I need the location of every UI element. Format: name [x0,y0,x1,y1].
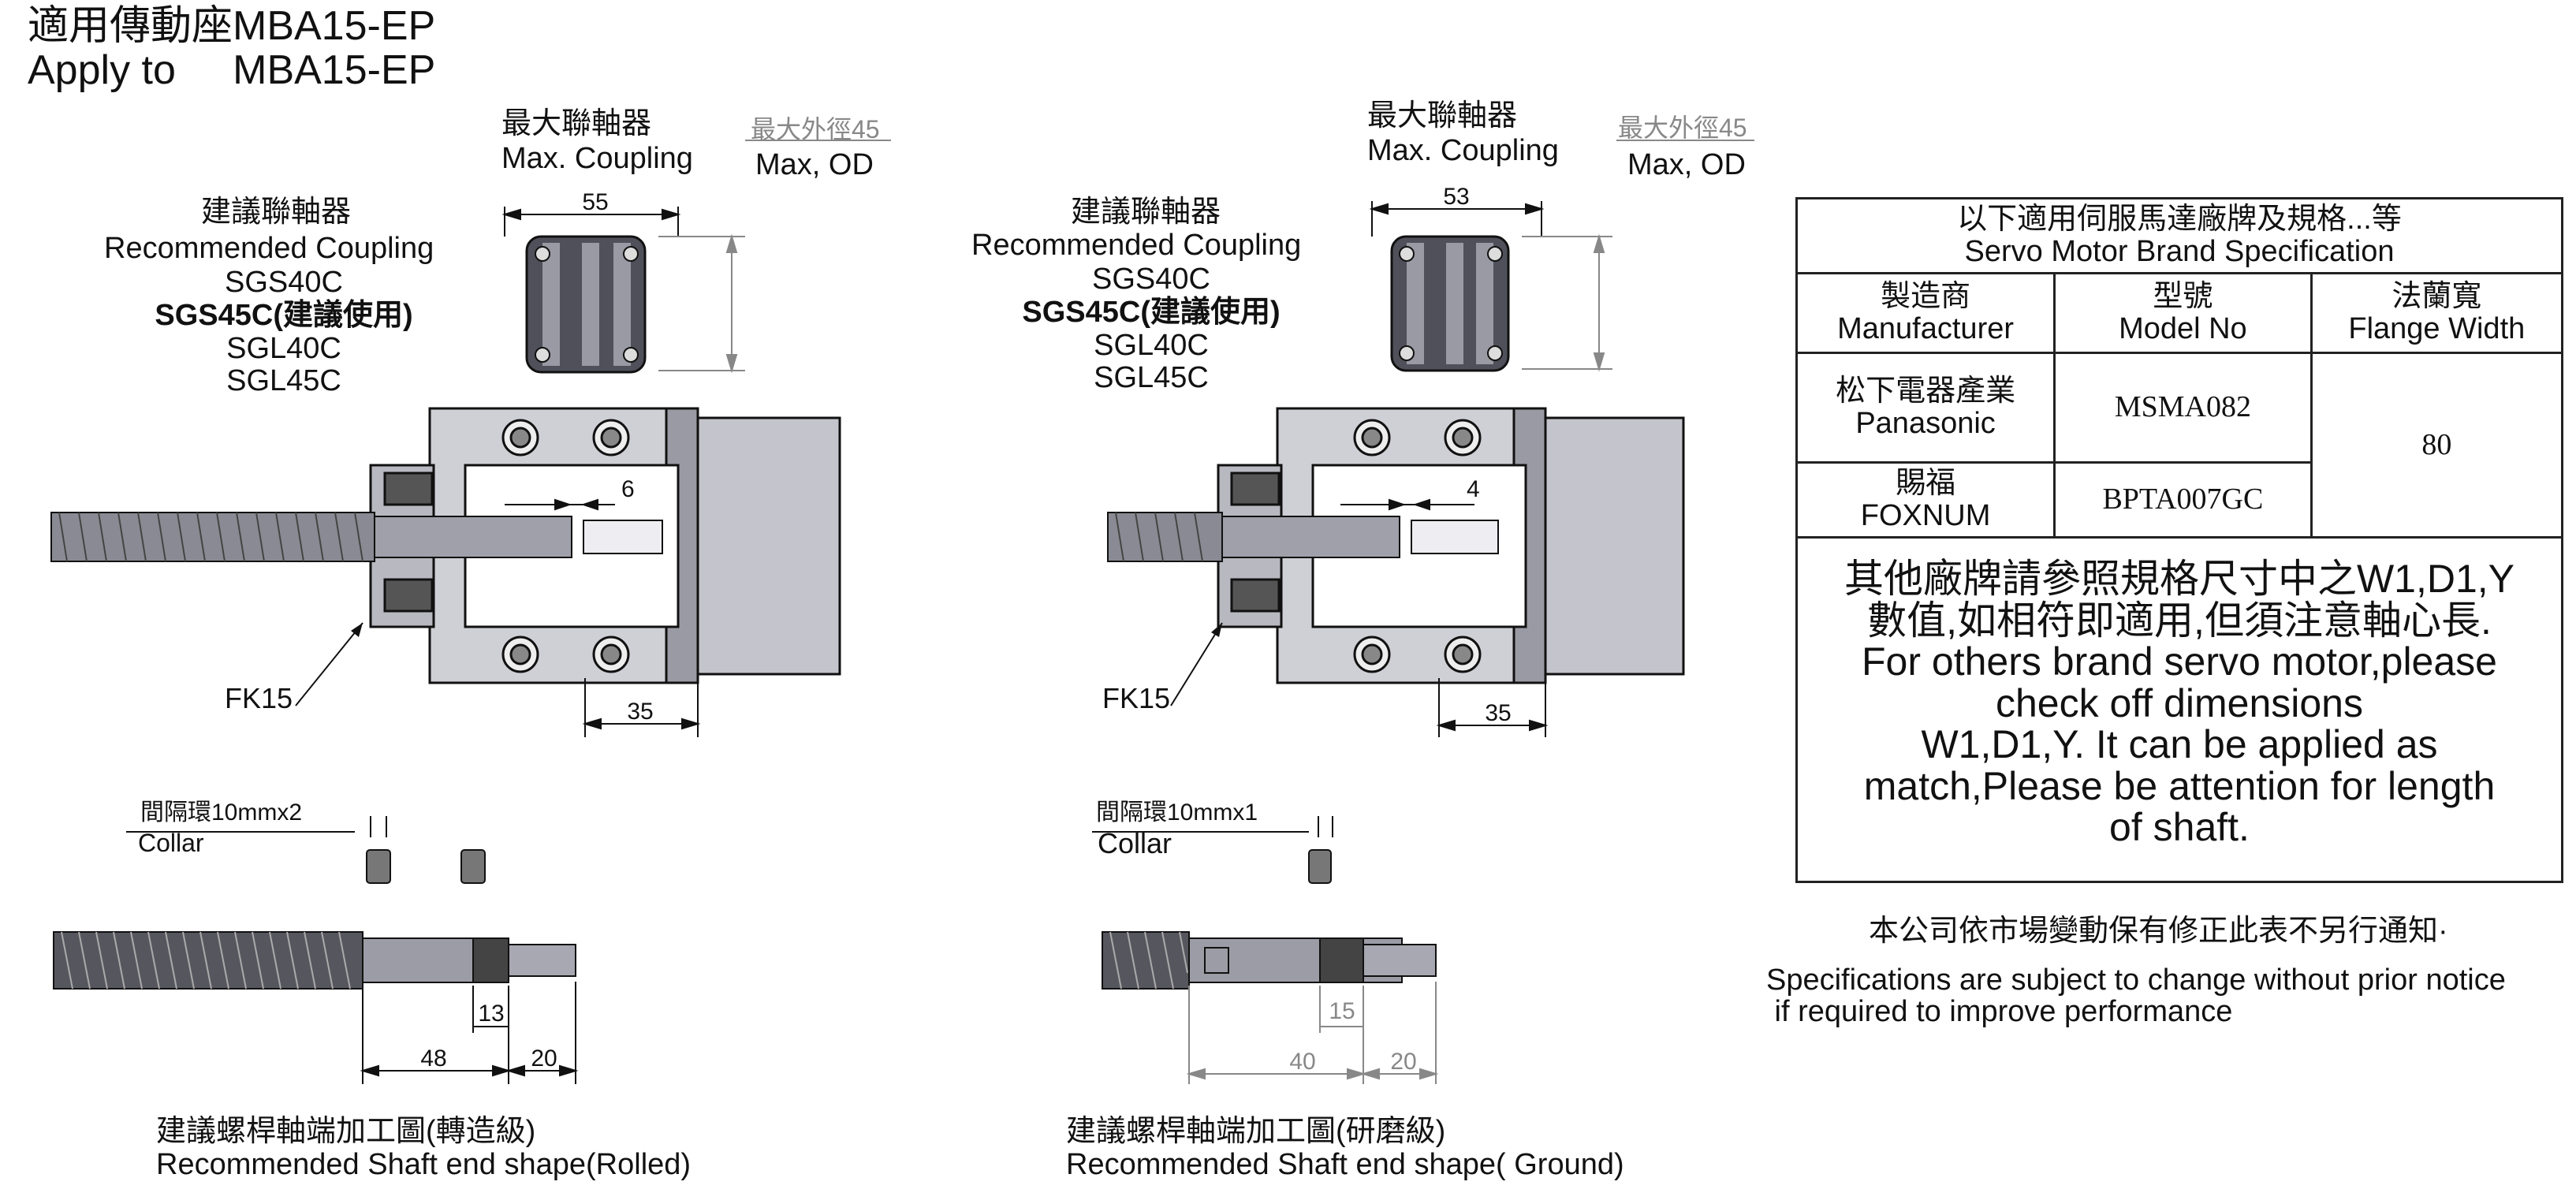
left-shaft-caption-en: Recommended Shaft end shape(Rolled) [156,1148,692,1181]
footer-en-2: if required to improve performance [1766,995,2233,1028]
left-model-1: SGS40C [225,266,343,299]
row1-maker-en: Panasonic [1855,407,1996,440]
left-dim-48: 48 [420,1046,446,1072]
row2-model: BPTA007GC [2053,461,2313,539]
left-dim-coupling: 55 [582,189,608,215]
mid-coupling [1390,235,1510,372]
table-header-row: 以下適用伺服馬達廠牌及規格...等 Servo Motor Brand Spec… [1795,197,2563,274]
col-flange-zh: 法蘭寬 [2391,279,2482,313]
note-en-2: check off dimensions [1996,680,2363,725]
mid-model-4: SGL45C [1094,361,1209,395]
mid-rec-coupling-zh: 建議聯軸器 [1071,196,1221,229]
table-header-en: Servo Motor Brand Specification [1964,235,2395,268]
note-zh-2: 數值,如相符即適用,但須注意軸心長. [1867,598,2492,643]
col-model-zh: 型號 [2153,279,2213,313]
row1-maker-zh: 松下電器產業 [1836,374,2016,408]
row2-maker-en: FOXNUM [1860,499,1991,532]
mid-collar-en: Collar [1098,827,1172,859]
col-manufacturer-zh: 製造商 [1881,279,1971,313]
mid-dim-coupling: 53 [1443,184,1469,210]
footer-en-1: Specifications are subject to change wit… [1766,964,2506,997]
mid-shaft-caption-en: Recommended Shaft end shape( Ground) [1066,1148,1624,1181]
left-dim-13: 13 [478,1001,504,1027]
row1-model: MSMA082 [2053,352,2313,464]
mid-dim-15: 15 [1329,998,1355,1024]
mid-shaft-caption-zh: 建議螺桿軸端加工圖(研磨級) [1066,1115,1446,1148]
mid-max-coupling-zh: 最大聯軸器 [1367,99,1518,132]
mid-dim-depth: 35 [1485,700,1511,726]
mid-dim-gap: 4 [1467,476,1480,502]
table-column-row: 製造商 Manufacturer 型號 Model No 法蘭寬 Flange … [1795,272,2564,354]
footer-zh: 本公司依市場變動保有修正此表不另行通知· [1869,915,2448,948]
left-model-4: SGL45C [226,364,341,398]
left-collar-en: Collar [138,829,204,857]
servo-spec-table: 以下適用伺服馬達廠牌及規格...等 Servo Motor Brand Spec… [1795,197,2564,539]
mid-dim-40: 40 [1289,1049,1315,1075]
mid-model-1: SGS40C [1092,263,1210,296]
left-model-2: SGS45C(建議使用) [155,298,413,332]
mid-dim-20: 20 [1390,1049,1416,1075]
note-en-4: match,Please be attention for length [1863,763,2496,808]
title-zh: 適用傳動座MBA15-EP [28,3,436,49]
left-bearing-label: FK15 [225,682,293,714]
note-en-1: For others brand servo motor,please [1862,639,2497,684]
note-zh-1: 其他廠牌請參照規格尺寸中之W1,D1,Y [1843,557,2515,601]
mid-model-list: SGS40C SGS45C(建議使用) SGL40C SGL45C [970,263,1333,395]
note-en-5: of shaft. [2109,805,2250,849]
flange-width-value: 80 [2309,352,2564,539]
col-manufacturer-en: Manufacturer [1837,312,2015,345]
title-en: Apply to MBA15-EP [28,47,436,93]
mid-screw-shaft [1107,512,1499,562]
left-rec-coupling-zh: 建議聯軸器 [201,196,352,229]
left-dim-gap: 6 [621,476,635,502]
mid-collar-zh: 間隔環10mmx1 [1096,800,1258,826]
mid-model-3: SGL40C [1094,328,1209,362]
table-row: 賜福 FOXNUM BPTA007GC [1795,461,2563,539]
mid-bearing-label: FK15 [1102,682,1170,714]
left-max-coupling-zh: 最大聯軸器 [501,107,652,140]
mid-rec-coupling-en: Recommended Coupling [971,229,1302,262]
left-max-od-en: Max, OD [755,148,874,181]
mid-max-od-zh: 最大外徑45 [1618,114,1747,142]
left-shaft-caption-zh: 建議螺桿軸端加工圖(轉造級) [156,1115,536,1148]
mid-max-coupling-en: Max. Coupling [1367,134,1559,167]
col-model-en: Model No [2119,312,2247,345]
mid-max-od-en: Max, OD [1627,148,1746,181]
left-model-3: SGL40C [226,331,341,365]
left-dim-20: 20 [531,1046,557,1072]
left-collar-zh: 間隔環10mmx2 [140,800,302,826]
left-rolled-shaft [53,931,576,990]
mid-model-2: SGS45C(建議使用) [1022,295,1281,329]
left-model-list: SGS40C SGS45C(建議使用) SGL40C SGL45C [103,266,465,398]
left-max-od-zh: 最大外徑45 [751,115,880,144]
col-flange-en: Flange Width [2348,312,2526,345]
left-coupling [525,235,647,374]
left-max-coupling-en: Max. Coupling [501,142,693,175]
left-assembly-drawing: 55 [50,140,891,1084]
compatibility-note: 其他廠牌請參照規格尺寸中之W1,D1,Y 數值,如相符即適用,但須注意軸心長. … [1795,536,2563,883]
left-rec-coupling-en: Recommended Coupling [104,232,434,265]
row2-maker-zh: 賜福 [1896,466,1956,500]
middle-assembly-drawing: 53 4 [1092,140,1754,1084]
left-screw-shaft [50,512,663,562]
note-en-3: W1,D1,Y. It can be applied as [1921,722,2438,766]
left-dim-depth: 35 [627,699,653,725]
mid-ground-shaft [1102,931,1437,990]
table-header-zh: 以下適用伺服馬達廠牌及規格...等 [1957,202,2402,236]
table-row: 松下電器產業 Panasonic MSMA082 80 [1795,352,2564,539]
